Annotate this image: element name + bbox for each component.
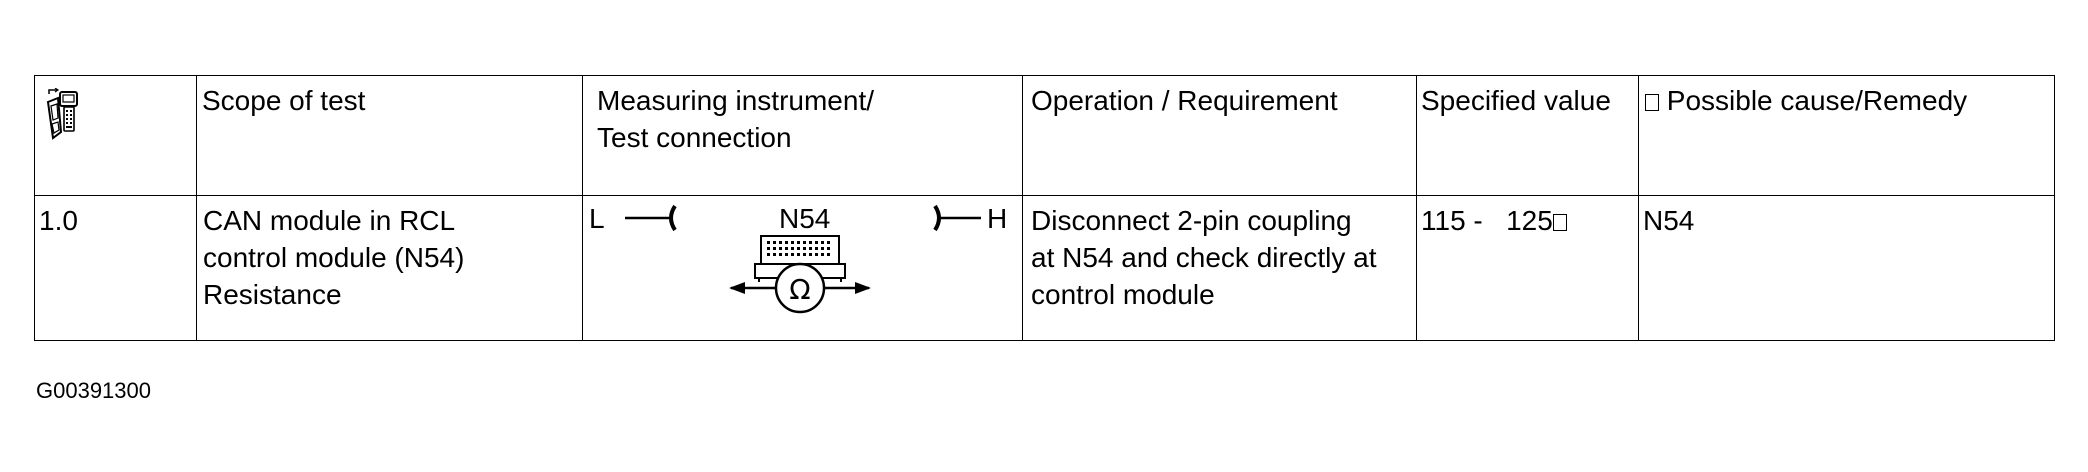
left-plug-icon: [669, 205, 677, 232]
tester-device-icon: [46, 88, 78, 140]
header-instrument-line1: Measuring instrument/: [597, 85, 875, 116]
step-number: 1.0: [39, 205, 78, 237]
test-procedure-table: Scope of test Measuring instrument/ Test…: [34, 74, 2055, 341]
header-icon-cell: [34, 74, 197, 197]
instrument-cell: L N54 H: [582, 195, 1023, 341]
figure-code: G00391300: [36, 378, 151, 403]
header-scope-label: Scope of test: [202, 85, 366, 116]
specified-cell: 115 - 125: [1416, 195, 1639, 341]
right-plug-icon: [933, 205, 941, 232]
scope-cell: CAN module in RCL control module (N54) R…: [196, 195, 583, 341]
ohm-symbol: Ω: [789, 273, 810, 306]
operation-line3: control module: [1031, 279, 1215, 311]
test-connection-diagram: L N54 H: [583, 196, 1023, 338]
table-header-row: Scope of test Measuring instrument/ Test…: [34, 74, 2055, 197]
scope-line2: control module (N54): [203, 242, 465, 274]
cause-value: N54: [1643, 205, 1695, 237]
operation-cell: Disconnect 2-pin coupling at N54 and che…: [1022, 195, 1417, 341]
header-specified-label: Specified value: [1421, 85, 1611, 116]
header-cause-label: Possible cause/Remedy: [1666, 85, 1968, 116]
operation-line2: at N54 and check directly at: [1031, 242, 1377, 274]
unit-box-icon: [1552, 214, 1567, 232]
header-instrument-line2: Test connection: [597, 122, 792, 153]
ohmmeter-icon: Ω: [729, 263, 871, 314]
scope-line1: CAN module in RCL: [203, 205, 456, 237]
step-cell: 1.0: [34, 195, 197, 341]
diagram-left-label: L: [589, 203, 605, 234]
header-operation-label: Operation / Requirement: [1031, 85, 1338, 116]
specified-value: 115 - 125: [1421, 205, 1553, 237]
header-specified: Specified value: [1416, 74, 1639, 197]
control-module-icon: [754, 235, 846, 283]
checkbox-icon: [1645, 94, 1659, 111]
operation-line1: Disconnect 2-pin coupling: [1031, 205, 1352, 237]
cause-cell: N54: [1638, 195, 2055, 341]
scope-line3: Resistance: [203, 279, 342, 311]
header-instrument: Measuring instrument/ Test connection: [582, 74, 1023, 197]
connection-diagram-svg: L N54 H: [589, 203, 1007, 314]
diagram-module-label: N54: [779, 203, 830, 234]
header-operation: Operation / Requirement: [1022, 74, 1417, 197]
header-scope: Scope of test: [196, 74, 583, 197]
header-cause: Possible cause/Remedy: [1638, 74, 2055, 197]
table-row: 1.0 CAN module in RCL control module (N5…: [34, 195, 2055, 341]
diagram-right-label: H: [987, 203, 1007, 234]
